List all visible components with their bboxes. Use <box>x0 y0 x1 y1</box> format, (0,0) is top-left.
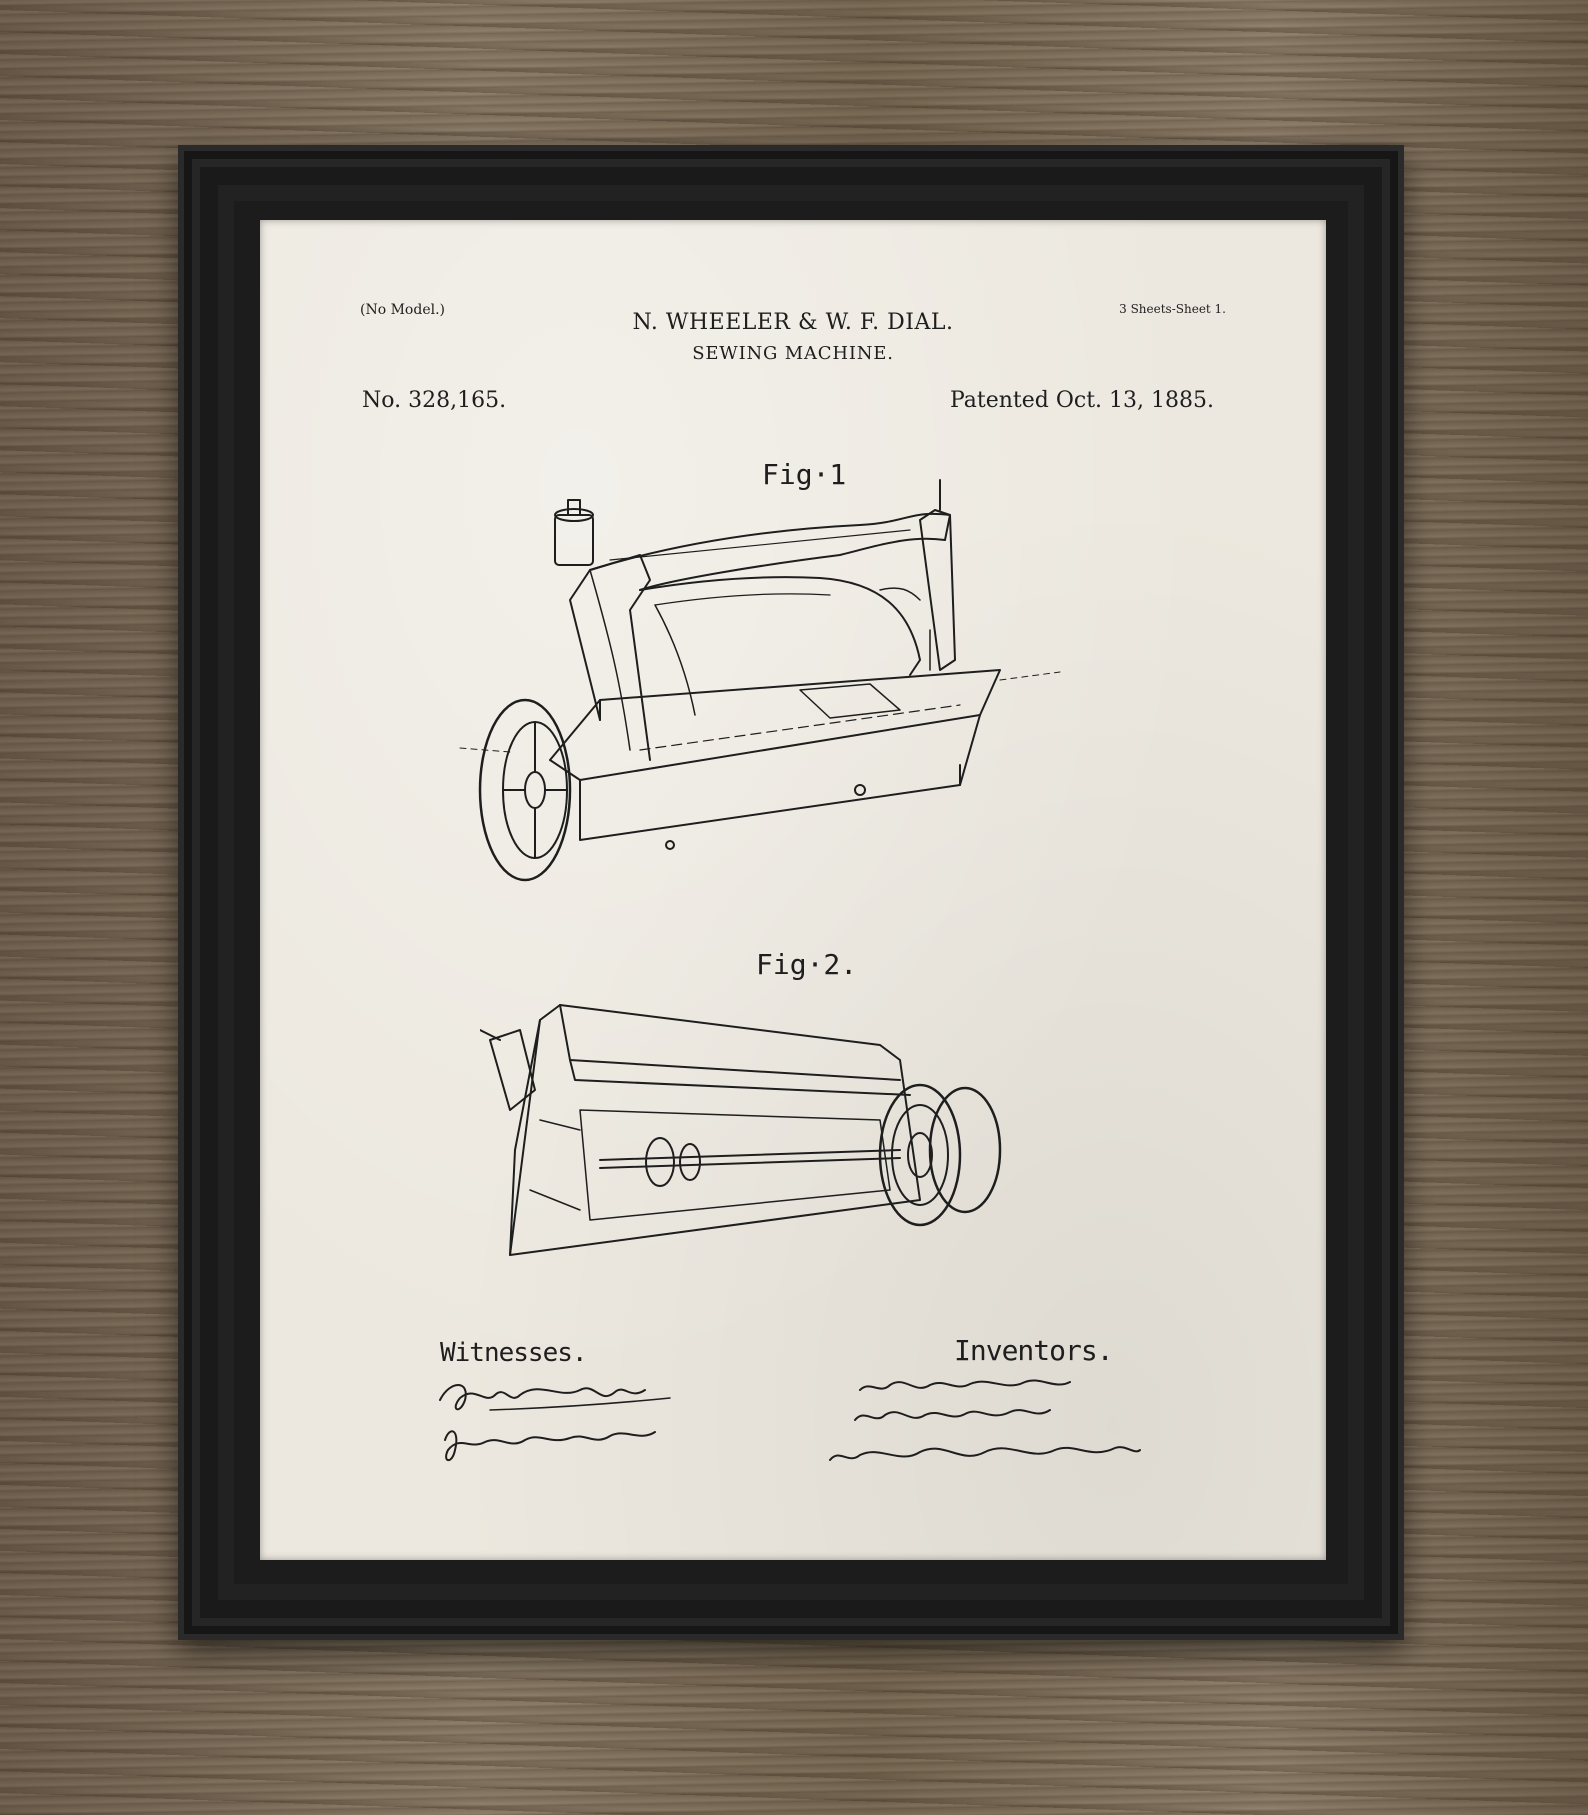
witnesses-label: Witnesses. <box>440 1338 588 1368</box>
sheet-note: 3 Sheets-Sheet 1. <box>1119 302 1226 316</box>
patent-print: (No Model.) 3 Sheets-Sheet 1. N. WHEELER… <box>260 220 1326 1560</box>
fig1-label: Fig·1 <box>762 458 847 491</box>
inventors-label: Inventors. <box>954 1334 1114 1367</box>
model-note: (No Model.) <box>360 302 445 318</box>
inventors-header: N. WHEELER & W. F. DIAL. <box>632 310 954 335</box>
inventor-signatures <box>829 1379 1141 1461</box>
fig1-drawing <box>459 479 1061 882</box>
patent-number: No. 328,165. <box>362 388 507 413</box>
invention-title: SEWING MACHINE. <box>692 343 894 364</box>
picture-frame: (No Model.) 3 Sheets-Sheet 1. N. WHEELER… <box>178 145 1404 1640</box>
fig2-drawing <box>480 1004 1002 1256</box>
patent-date: Patented Oct. 13, 1885. <box>949 388 1214 413</box>
fig2-label: Fig·2. <box>756 948 858 981</box>
witness-signatures <box>439 1384 671 1462</box>
